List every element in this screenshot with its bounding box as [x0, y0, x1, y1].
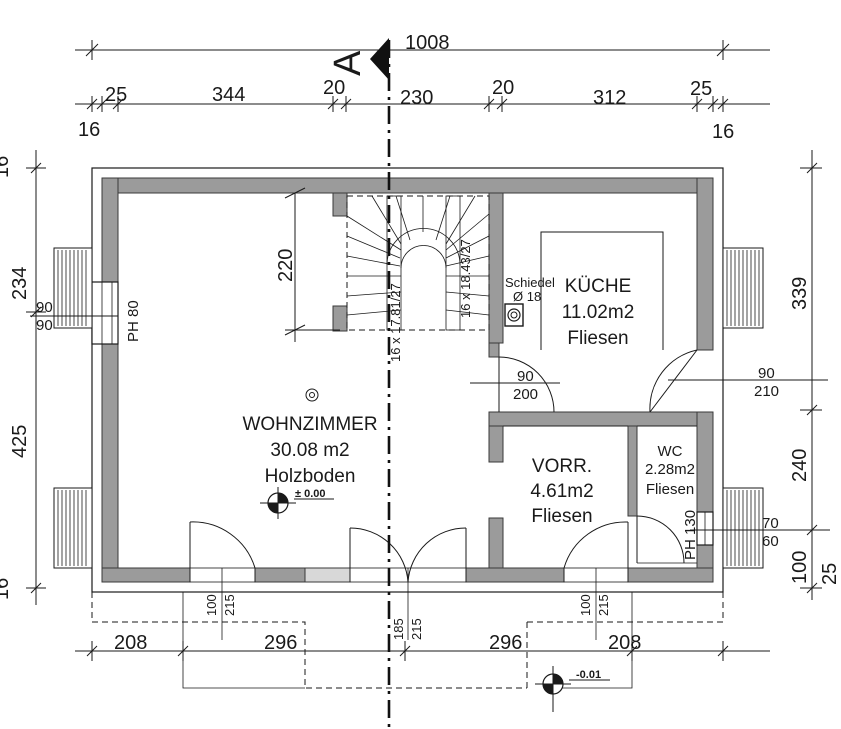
terrace-outline — [91, 592, 724, 689]
dim-top-seg-6: 312 — [593, 87, 626, 109]
door-kitchen: 90 200 — [470, 356, 560, 413]
room-wc: WC 2.28m2 Fliesen — [645, 443, 695, 498]
room-wc-area: 2.28m2 — [645, 461, 695, 478]
room-kueche-area: 11.02m2 — [562, 302, 635, 323]
dim-top-seg-4: 230 — [400, 87, 433, 109]
room-wc-name: WC — [658, 443, 683, 460]
room-wohnzimmer-name: WOHNZIMMER — [242, 414, 377, 435]
chimney-label: Schiedel — [505, 275, 555, 290]
dim-stair-height: 220 — [275, 249, 297, 282]
door-bottom-center: 185 215 — [349, 527, 467, 640]
room-wc-floor: Fliesen — [646, 481, 694, 498]
left-dimension-chain: 234 425 16 16 — [0, 150, 46, 605]
door-br-height: 215 — [596, 594, 611, 616]
window-right-height: 60 — [762, 533, 779, 550]
staircase: 16 x 17.81/27 16 x 18.43/27 — [346, 195, 490, 362]
door-kitchen-width: 90 — [517, 368, 534, 385]
bottom-dimension-chain: 208 296 296 208 — [75, 632, 770, 661]
dim-right-seg-2: 240 — [789, 449, 811, 482]
door-right-height: 210 — [754, 383, 779, 400]
dim-top-seg-7: 25 — [690, 78, 712, 100]
level-outside-label: -0.01 — [576, 669, 601, 681]
room-kueche-floor: Fliesen — [567, 328, 628, 349]
door-bc-width: 185 — [391, 618, 406, 640]
door-bl-width: 100 — [204, 594, 219, 616]
dim-top-seg-1: 25 — [105, 84, 127, 106]
building-walls — [91, 167, 724, 593]
room-kueche-name: KÜCHE — [565, 276, 632, 297]
level-inside-label: ± 0.00 — [295, 488, 326, 500]
dim-top-total: 1008 — [405, 32, 450, 54]
room-vorr-floor: Fliesen — [531, 506, 592, 527]
dim-left-seg-1: 234 — [9, 267, 31, 300]
dim-top-seg-2: 344 — [212, 84, 245, 106]
dim-bottom-seg-2: 296 — [264, 632, 297, 654]
stair-label-left: 16 x 17.81/27 — [388, 283, 403, 362]
kitchen-counter — [540, 231, 664, 350]
shutter-right-bottom — [722, 487, 764, 569]
door-bottom-right: 100 215 — [563, 521, 629, 640]
shutter-left-bottom — [53, 487, 93, 569]
dim-bottom-seg-4: 208 — [608, 632, 641, 654]
level-marker-inside: ± 0.00 — [260, 487, 334, 519]
level-marker-outside: -0.01 — [535, 666, 610, 712]
dim-bottom-seg-3: 296 — [489, 632, 522, 654]
room-kueche: KÜCHE 11.02m2 Fliesen — [562, 276, 635, 349]
door-bc-height: 215 — [409, 618, 424, 640]
door-right-exterior: 90 210 — [649, 349, 828, 413]
section-label: A — [327, 50, 369, 76]
room-vorr: VORR. 4.61m2 Fliesen — [530, 456, 593, 527]
dim-left-small-top: 16 — [0, 156, 13, 178]
dim-top-small-left: 16 — [78, 119, 100, 141]
chimney-diameter: Ø 18 — [513, 289, 541, 304]
dim-left-small-bottom: 16 — [0, 578, 13, 600]
window-left-height: 90 — [36, 317, 53, 334]
window-left-ph: PH 80 — [125, 300, 142, 342]
dim-right-partial: 25 — [819, 563, 841, 585]
window-left-width: 90 — [36, 299, 53, 316]
door-right-width: 90 — [758, 365, 775, 382]
dim-right-seg-1: 339 — [789, 277, 811, 310]
dim-top-seg-5: 20 — [492, 77, 514, 99]
dim-right-seg-3: 100 — [789, 551, 811, 584]
section-line-a: A — [327, 38, 391, 729]
room-wohnzimmer: WOHNZIMMER 30.08 m2 Holzboden — [242, 388, 378, 487]
window-left-labels: 90 90 PH 80 — [30, 299, 142, 342]
room-vorr-name: VORR. — [532, 456, 592, 477]
room-wohnzimmer-floor: Holzboden — [265, 466, 356, 487]
room-wohnzimmer-area: 30.08 m2 — [270, 440, 349, 461]
dim-bottom-seg-1: 208 — [114, 632, 147, 654]
room-vorr-area: 4.61m2 — [530, 481, 593, 502]
top-dimension-chain: 1008 25 344 20 230 20 312 25 16 16 — [75, 32, 770, 143]
stair-label-right: 16 x 18.43/27 — [458, 239, 473, 318]
window-right-dimension: 70 60 — [690, 515, 830, 550]
chimney: Schiedel Ø 18 — [504, 275, 555, 327]
dim-left-seg-2: 425 — [9, 425, 31, 458]
door-br-width: 100 — [578, 594, 593, 616]
shutter-right-top — [722, 247, 764, 329]
window-openings — [91, 281, 714, 546]
door-bottom-left: 100 215 — [189, 521, 256, 640]
right-dimension-chain: 339 240 100 25 — [789, 150, 841, 600]
door-kitchen-height: 200 — [513, 386, 538, 403]
dim-top-small-right: 16 — [712, 121, 734, 143]
wc-ph-label: PH 130 — [682, 510, 699, 560]
door-bl-height: 215 — [222, 594, 237, 616]
door-wc: PH 130 — [636, 510, 699, 564]
dim-top-seg-3: 20 — [323, 77, 345, 99]
stair-height-dimension: 220 — [275, 187, 340, 342]
window-right-width: 70 — [762, 515, 779, 532]
shutter-left-top — [53, 247, 93, 329]
